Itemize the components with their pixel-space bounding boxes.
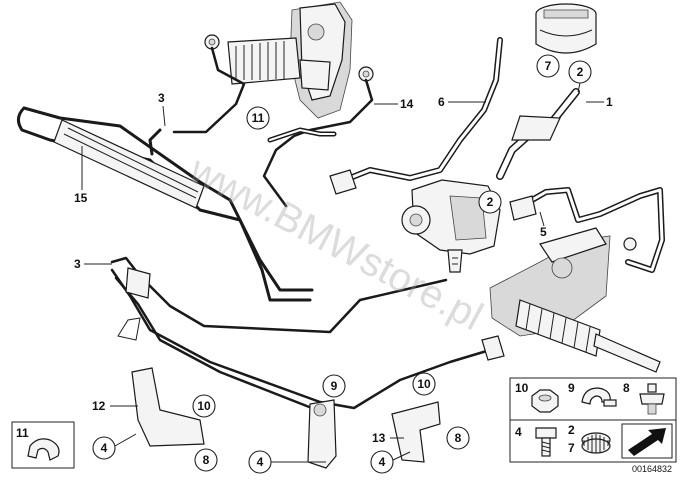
svg-text:11: 11 <box>16 426 29 440</box>
callout-2-mid: 2 <box>478 190 502 214</box>
label-3-top: 3 <box>158 91 166 127</box>
legend-label-4: 4 <box>515 425 522 439</box>
svg-text:3: 3 <box>158 91 165 105</box>
brackets <box>131 367 441 469</box>
callout-8-right: 8 <box>446 426 470 450</box>
svg-text:11: 11 <box>252 111 265 125</box>
svg-text:2: 2 <box>577 65 584 79</box>
legend-label-9: 9 <box>568 381 575 395</box>
callout-7: 7 <box>536 54 560 78</box>
feed-hose <box>329 37 503 195</box>
legend-box: 10 9 8 4 2 7 <box>509 377 677 463</box>
legend-label-10: 10 <box>515 381 529 395</box>
svg-text:1: 1 <box>606 95 613 109</box>
callout-11-top: 11 <box>246 106 270 130</box>
callout-10-right: 10 <box>412 372 436 396</box>
svg-text:4: 4 <box>257 455 264 469</box>
svg-text:9: 9 <box>331 379 338 393</box>
svg-text:5: 5 <box>540 225 547 239</box>
label-13: 13 <box>372 431 404 445</box>
svg-text:10: 10 <box>197 399 211 413</box>
hose-clamp-icon <box>581 387 617 407</box>
pressure-switch-icon <box>639 383 665 415</box>
power-steering-pump <box>401 179 501 273</box>
svg-text:7: 7 <box>545 59 552 73</box>
label-3-left: 3 <box>74 257 112 271</box>
svg-text:12: 12 <box>92 399 106 413</box>
svg-text:8: 8 <box>455 431 462 445</box>
nut-icon <box>531 389 559 413</box>
diagram-number: 00164832 <box>632 464 672 474</box>
clip-box-11: 11 <box>11 421 75 469</box>
callout-10-left: 10 <box>192 394 216 418</box>
callout-2-top: 2 <box>568 60 592 93</box>
cooler-line <box>17 106 314 302</box>
svg-text:4: 4 <box>101 441 108 455</box>
svg-text:14: 14 <box>400 97 414 111</box>
steering-rack-upper <box>204 1 374 119</box>
return-hoses-upper <box>148 46 374 208</box>
label-12: 12 <box>92 399 138 413</box>
svg-text:4: 4 <box>379 455 386 469</box>
label-5: 5 <box>539 211 547 239</box>
steering-rack-lower <box>489 227 661 373</box>
label-6: 6 <box>438 95 486 109</box>
callout-9: 9 <box>322 374 346 398</box>
svg-text:2: 2 <box>487 195 494 209</box>
svg-text:8: 8 <box>203 453 210 467</box>
label-14: 14 <box>374 97 414 111</box>
legend-label-8: 8 <box>623 381 630 395</box>
reservoir-hose <box>496 88 580 180</box>
callout-4-a: 4 <box>92 433 137 460</box>
callout-8-left: 8 <box>194 448 218 472</box>
arrow-icon <box>621 423 673 459</box>
svg-text:13: 13 <box>372 431 386 445</box>
svg-text:6: 6 <box>438 95 445 109</box>
spring-clamp-icon <box>581 432 611 454</box>
legend-label-7: 7 <box>568 441 575 455</box>
bolt-icon <box>535 427 557 457</box>
svg-text:10: 10 <box>417 377 431 391</box>
label-15: 15 <box>74 146 88 205</box>
legend-label-2: 2 <box>568 423 575 437</box>
callout-4-b: 4 <box>248 450 326 474</box>
svg-text:15: 15 <box>74 191 88 205</box>
callout-4-c: 4 <box>370 450 411 474</box>
reservoir <box>535 3 597 54</box>
svg-text:3: 3 <box>74 257 81 271</box>
label-1: 1 <box>586 95 613 109</box>
pressure-line <box>509 187 665 273</box>
